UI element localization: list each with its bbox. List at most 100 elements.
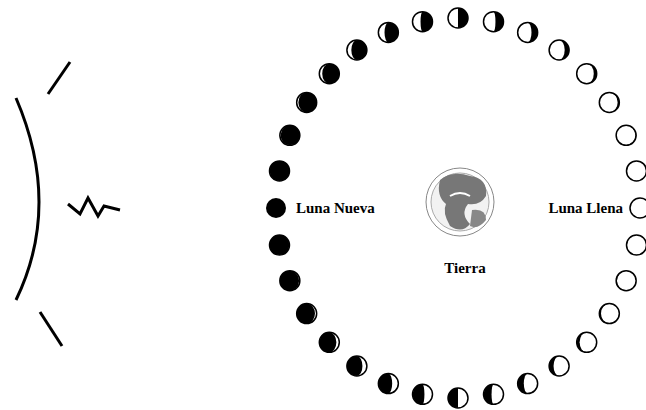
moon-phase [448, 8, 468, 28]
moon-phase [347, 356, 367, 376]
moon-outline [280, 125, 300, 145]
earth-land [439, 174, 486, 230]
sun-ray [40, 312, 62, 346]
moon-dark [269, 235, 289, 255]
sun-arc [16, 98, 39, 300]
moon-lit [627, 161, 646, 181]
moon-outline [627, 235, 646, 255]
moon-dark [616, 271, 636, 291]
moon-outline [484, 12, 504, 32]
moon-dark [448, 8, 468, 28]
moon-outline [616, 271, 636, 291]
moon-outline [599, 92, 619, 112]
moon-dark [630, 198, 646, 218]
moon-lit [412, 12, 422, 32]
moon-outline [448, 388, 468, 408]
moon-phase [280, 271, 300, 291]
moon-phase [518, 374, 538, 394]
moon-dark [484, 12, 504, 32]
moon-lit [378, 22, 388, 42]
moon-dark [280, 125, 300, 145]
moon-dark [347, 356, 367, 376]
moon-outline [269, 235, 289, 255]
moon-phase [319, 64, 339, 84]
moon-dark [549, 356, 569, 376]
moon-lit [484, 12, 496, 32]
moon-dark [319, 64, 339, 84]
earth-line [450, 193, 470, 196]
moon-phase [627, 235, 646, 255]
moon-outline [599, 304, 619, 324]
moon-phase [412, 12, 432, 32]
moon-lit [290, 271, 300, 291]
moon-dark [412, 12, 432, 32]
moon-phase [319, 332, 339, 352]
moon-dark [448, 388, 468, 408]
moon-outline [549, 356, 569, 376]
phase-label: Luna Nueva [295, 200, 376, 217]
moon-dark [599, 92, 619, 112]
moon-phase [266, 198, 286, 218]
moon-dark [269, 161, 289, 181]
moon-dark [577, 332, 597, 352]
moon-phase [412, 384, 432, 404]
moon-dark [616, 125, 636, 145]
moon-outline [378, 22, 398, 42]
moon-dark [266, 198, 286, 218]
moon-lit [630, 198, 646, 218]
moon-dark [577, 64, 597, 84]
sun-ray [48, 62, 70, 94]
moon-phase [269, 235, 289, 255]
moon-phase [577, 64, 597, 84]
moon-dark [378, 374, 398, 394]
moon-dark [297, 92, 317, 112]
moon-phase [280, 125, 300, 145]
moon-lit [279, 235, 289, 255]
moon-phase [484, 384, 504, 404]
moon-dark [627, 161, 646, 181]
moon-phase [378, 22, 398, 42]
moon-outline [549, 40, 569, 60]
moon-outline [484, 384, 504, 404]
moon-lit [458, 388, 468, 408]
moon-phase [347, 40, 367, 60]
moon-phase [627, 161, 646, 181]
moon-outline [347, 356, 367, 376]
moon-outline [616, 125, 636, 145]
moon-outline [319, 64, 339, 84]
moon-outline [297, 304, 317, 324]
moon-phase [269, 161, 289, 181]
moon-phase [297, 304, 317, 324]
moon-dark [484, 384, 504, 404]
moon-lit [347, 40, 357, 60]
moon-dark [319, 332, 339, 352]
moon-outline [518, 22, 538, 42]
moon-lit [616, 125, 635, 145]
moon-lit [422, 384, 432, 404]
moon-outline [412, 12, 432, 32]
moon-dark [297, 304, 317, 324]
moon-outline [319, 332, 339, 352]
moon-outline [627, 161, 646, 181]
earth-globe [431, 173, 489, 231]
moon-phase [630, 198, 646, 218]
moon-lit [297, 92, 307, 112]
moon-dark [549, 40, 569, 60]
moon-lit [492, 384, 504, 404]
moon-phase [549, 40, 569, 60]
moon-phase [616, 271, 636, 291]
moon-outline [577, 332, 597, 352]
moon-phase [549, 356, 569, 376]
moon-dark [627, 235, 646, 255]
moon-dark [378, 22, 398, 42]
moon-lit [329, 332, 339, 352]
phase-label: Luna Llena [547, 200, 624, 217]
moon-phase [484, 12, 504, 32]
moon-dark [518, 374, 538, 394]
moon-lit [448, 8, 458, 28]
moon-lit [319, 64, 329, 84]
moon-lit [280, 125, 290, 145]
moon-lit [357, 356, 367, 376]
moon-outline [269, 161, 289, 181]
